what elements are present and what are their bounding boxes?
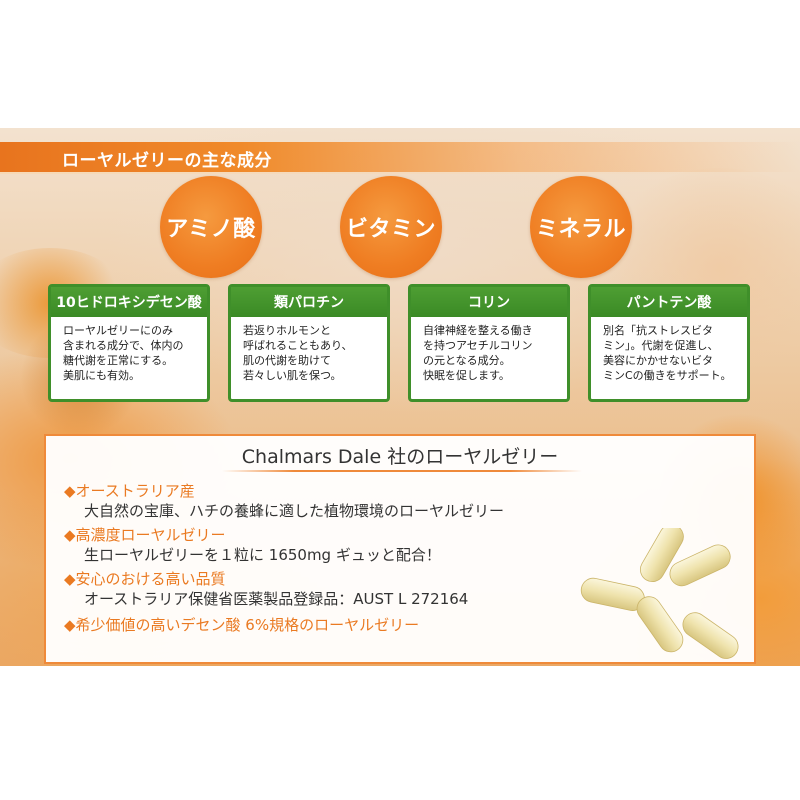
card-title: パントテン酸	[591, 287, 747, 317]
category-label: ビタミン	[345, 217, 436, 242]
capsule	[639, 528, 684, 583]
card-line: 若々しい肌を保つ。	[243, 369, 342, 382]
card-line: 肌の代謝を助けて	[243, 354, 331, 367]
hero-panel: ローヤルゼリーの主な成分 アミノ酸 ビタミン ミネラル 10ヒドロキシデセン酸 …	[0, 128, 800, 666]
feature-body: 生ローヤルゼリーを１粒に 1650mg ギュッと配合！	[84, 546, 441, 564]
section-header-bar: ローヤルゼリーの主な成分	[0, 142, 800, 174]
ingredient-card: 類パロチン 若返りホルモンと 呼ばれることもあり、 肌の代謝を助けて 若々しい肌…	[228, 284, 390, 402]
capsule	[669, 544, 731, 587]
card-line: ミンCの働きをサポート。	[603, 369, 732, 382]
ingredient-card: パントテン酸 別名「抗ストレスビタ ミン」。代謝を促進し、 美容にかかせないビタ…	[588, 284, 750, 402]
card-line: 糖代謝を正常にする。	[63, 354, 174, 367]
category-circle-vitamin: ビタミン	[340, 176, 442, 278]
capsule	[636, 596, 684, 653]
feature-title: ◆オーストラリア産	[64, 482, 195, 500]
card-body: 自律神経を整える働き を持つアセチルコリン の元となる成分。 快眠を促します。	[411, 317, 567, 383]
card-line: 美肌にも有効。	[63, 369, 140, 382]
card-body: 若返りホルモンと 呼ばれることもあり、 肌の代謝を助けて 若々しい肌を保つ。	[231, 317, 387, 383]
card-line: ローヤルゼリーにのみ	[63, 324, 173, 337]
category-circle-mineral: ミネラル	[530, 176, 632, 278]
card-title: コリン	[411, 287, 567, 317]
ingredient-card: コリン 自律神経を整える働き を持つアセチルコリン の元となる成分。 快眠を促し…	[408, 284, 570, 402]
card-line: 若返りホルモンと	[243, 324, 331, 337]
capsule	[580, 577, 645, 611]
info-title: Chalmars Dale 社のローヤルゼリー	[241, 446, 559, 468]
card-line: 呼ばれることもあり、	[243, 339, 353, 352]
card-line: 自律神経を整える働き	[423, 324, 533, 337]
title-underline	[222, 470, 582, 472]
card-line: を持つアセチルコリン	[423, 339, 533, 352]
section-title: ローヤルゼリーの主な成分	[62, 151, 272, 171]
card-title: 類パロチン	[231, 287, 387, 317]
card-title: 10ヒドロキシデセン酸	[51, 287, 207, 317]
feature-body: オーストラリア保健省医薬製品登録品：AUST L 272164	[84, 590, 469, 608]
card-body: 別名「抗ストレスビタ ミン」。代謝を促進し、 美容にかかせないビタ ミンCの働き…	[591, 317, 747, 383]
card-line: の元となる成分。	[423, 354, 511, 367]
card-line: ミン」。代謝を促進し、	[603, 339, 719, 352]
category-label: アミノ酸	[166, 217, 256, 242]
capsule	[682, 612, 739, 659]
card-line: 美容にかかせないビタ	[603, 354, 713, 367]
category-circle-amino-acid: アミノ酸	[160, 176, 262, 278]
category-label: ミネラル	[535, 217, 626, 242]
card-body: ローヤルゼリーにのみ 含まれる成分で、体内の 糖代謝を正常にする。 美肌にも有効…	[51, 317, 207, 383]
feature-title: ◆希少価値の高いデセン酸 6%規格のローヤルゼリー	[64, 616, 420, 634]
product-info-box: Chalmars Dale 社のローヤルゼリー ◆オーストラリア産 大自然の宝庫…	[44, 434, 756, 664]
card-line: 含まれる成分で、体内の	[63, 339, 184, 352]
feature-body: 大自然の宝庫、ハチの養蜂に適した植物環境のローヤルゼリー	[84, 502, 505, 520]
feature-title: ◆安心のおける高い品質	[64, 570, 226, 588]
feature-title: ◆高濃度ローヤルゼリー	[64, 526, 226, 544]
ingredient-card: 10ヒドロキシデセン酸 ローヤルゼリーにのみ 含まれる成分で、体内の 糖代謝を正…	[48, 284, 210, 402]
capsules-illustration	[580, 528, 739, 659]
card-line: 快眠を促します。	[423, 369, 510, 382]
card-line: 別名「抗ストレスビタ	[603, 324, 713, 337]
